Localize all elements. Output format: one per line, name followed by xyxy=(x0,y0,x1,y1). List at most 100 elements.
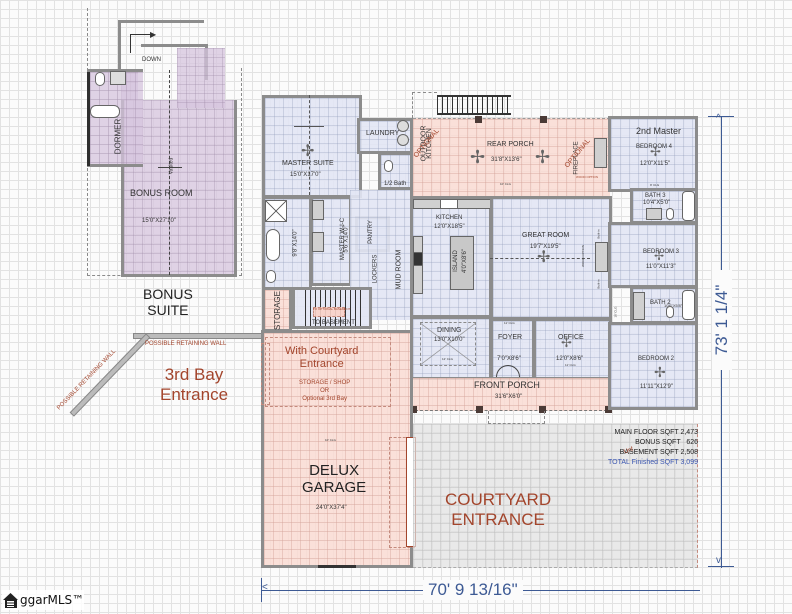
front-steps-outline xyxy=(488,411,545,424)
bonus-sqft: BONUS SQFT 626 xyxy=(635,439,698,447)
ceiling-fan-icon: ✢ xyxy=(535,147,551,167)
third-bay-line1: 3rd Bay xyxy=(164,365,224,384)
porch-post xyxy=(410,406,417,413)
ceiling-fan-icon: ✢ xyxy=(301,143,315,160)
optional-basement-label: TO OPTIONAL BASEMENT xyxy=(313,307,351,311)
third-bay-line2: Entrance xyxy=(160,384,229,404)
dining-clg: 12' CLG xyxy=(442,357,453,361)
builtin-label: Built-in xyxy=(596,229,601,239)
stair-arrow-head-icon: ▶ xyxy=(150,30,157,39)
bedroom-3 xyxy=(608,222,698,288)
master-suite xyxy=(262,95,362,198)
porch-post xyxy=(475,116,482,123)
fireplace-icon xyxy=(594,138,607,168)
foyer-name: FOYER xyxy=(498,334,523,341)
main-floor-sqft: MAIN FLOOR SQFT 2,473 xyxy=(614,429,698,436)
office xyxy=(533,318,612,380)
rear-steps xyxy=(437,95,511,115)
bedroom-2-name: BEDROOM 2 xyxy=(638,356,675,362)
vaulted-label: Vaulted xyxy=(168,157,175,175)
master-suite-name: MASTER SUITE xyxy=(282,160,334,167)
garage-name-line2: GARAGE xyxy=(302,479,367,497)
washer-icon xyxy=(397,120,409,132)
dining-size: 13'0"X10'0" xyxy=(434,337,465,343)
rear-porch xyxy=(413,118,610,198)
master-cross-line xyxy=(294,126,324,127)
island-name: ISLAND xyxy=(452,250,459,272)
great-room-name: GREAT ROOM xyxy=(522,232,570,239)
bedroom-2 xyxy=(608,322,698,410)
office-clg: 11' CLG xyxy=(565,363,576,367)
storage-room xyxy=(262,287,292,332)
range-icon xyxy=(413,252,423,266)
kitchen-name: KITCHEN xyxy=(436,215,463,221)
courtyard-option-line2: Entrance xyxy=(299,358,344,371)
bedroom-4-size: 12'0"X11'5" xyxy=(640,161,671,167)
bath-3-size: 10'4"X5'0" xyxy=(643,200,671,206)
bonus-suite-title-line2: SUITE xyxy=(147,302,189,319)
bath-sink-icon xyxy=(646,208,662,220)
front-porch-size: 31'6"X6'0" xyxy=(495,394,523,400)
stair-arrow-icon xyxy=(130,34,153,53)
bonus-stair-inner xyxy=(141,44,206,47)
bathtub-icon xyxy=(266,229,280,261)
great-room-wood-option: WOOD OPTION xyxy=(581,245,585,267)
builtin-label-2: Built-in xyxy=(596,279,601,289)
bedroom-4 xyxy=(608,116,698,192)
width-dim-arrow-left-icon: < xyxy=(262,582,268,593)
dining-name: DINING xyxy=(437,327,462,334)
storage-label: STORAGE xyxy=(272,291,282,330)
total-finished-sqft: TOTAL Finished SQFT 3,099 xyxy=(607,459,698,467)
vault-cross-line xyxy=(158,167,182,168)
vanity-sink-icon-2 xyxy=(312,232,324,252)
half-bath xyxy=(378,152,413,190)
rear-porch-name: REAR PORCH xyxy=(487,141,534,148)
porch-post xyxy=(476,406,483,413)
rear-porch-clg: 10' CLG xyxy=(500,182,511,186)
basement-sqft: BASEMENT SQFT 2,508 xyxy=(619,449,698,457)
front-porch xyxy=(410,378,612,411)
mud-room-label: MUD ROOM xyxy=(395,249,403,290)
garage-clg: 10' CLG xyxy=(325,438,336,442)
front-porch-name: FRONT PORCH xyxy=(474,380,540,390)
office-size: 12'0"X8'6" xyxy=(556,356,584,362)
courtyard-entrance xyxy=(413,424,698,568)
retaining-wall-label: POSSIBLE RETAINING WALL xyxy=(145,341,227,347)
ceiling-fan-icon: ✢ xyxy=(650,144,661,159)
courtyard-entrance-label: COURTYARD ENTRANCE xyxy=(445,490,551,531)
kitchen-sink-icon xyxy=(440,199,458,209)
garage-dark-wall xyxy=(318,565,356,568)
laundry-label: LAUNDRY xyxy=(366,130,400,137)
bonus-stair-wall-left xyxy=(118,20,121,70)
bonus-stair-wall xyxy=(118,20,204,23)
bonus-room-upper xyxy=(177,48,225,108)
beam-line xyxy=(490,258,590,259)
hall-clg: 10' CLG xyxy=(613,306,618,318)
bonus-suite-title: BONUS SUITE xyxy=(143,286,193,318)
great-room-size: 19'7"X19'5" xyxy=(530,244,561,250)
depth-dim-tick-bottom xyxy=(708,566,734,567)
courtyard-option-area xyxy=(265,337,391,407)
bathtub-icon xyxy=(90,105,120,118)
vault-line xyxy=(169,70,170,275)
depth-dim-arrow-bottom-icon: v xyxy=(716,555,721,566)
courtyard-option-note1: STORAGE / SHOP xyxy=(299,380,351,386)
ceiling-fan-icon: ✢ xyxy=(537,249,551,266)
garage-size: 24'0"X37'4" xyxy=(316,505,347,511)
courtyard-option-notes: STORAGE / SHOP OR Optional 3rd Bay xyxy=(299,379,350,403)
rear-steps-outline xyxy=(412,92,437,118)
delux-garage xyxy=(261,330,413,568)
porch-post xyxy=(540,116,547,123)
mls-logo: ggarMLS™ xyxy=(2,590,85,610)
lockers-label: LOCKERS xyxy=(372,254,379,284)
bonus-suite-outline-right xyxy=(241,68,242,276)
toilet-icon xyxy=(266,270,276,283)
optional-basement-tag xyxy=(313,307,345,317)
kitchen-size: 12'0"X18'5" xyxy=(434,224,465,230)
dormer-label: DORMER xyxy=(113,118,123,155)
bedroom-2-size: 11'11"X12'9" xyxy=(640,384,674,390)
retaining-wall-horizontal xyxy=(133,333,263,339)
depth-dim-tick-top xyxy=(708,116,734,117)
bonus-room-size: 15'0"X27'10" xyxy=(142,218,176,224)
courtyard-line2: ENTRANCE xyxy=(451,510,545,530)
